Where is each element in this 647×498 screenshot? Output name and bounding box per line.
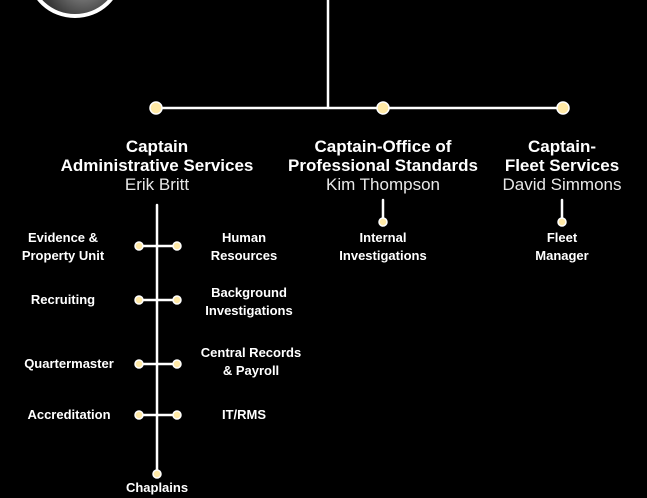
unit-internal-line2: Investigations (339, 248, 427, 263)
captain-fleet-title-1: Captain- (528, 137, 596, 156)
unit-quartermaster-label: Quartermaster (24, 356, 114, 371)
captain-admin-title-2: Administrative Services (60, 156, 254, 175)
unit-evidence-line2: Property Unit (21, 248, 105, 263)
node-chaplains (152, 469, 162, 479)
node-fleet-manager (557, 217, 567, 227)
unit-background-line2: Investigations (205, 303, 293, 318)
node-hr (172, 241, 182, 251)
unit-hr-line2: Resources (210, 248, 278, 263)
captain-standards-title-1: Captain-Office of (314, 137, 452, 156)
captain-admin-name: Erik Britt (124, 175, 190, 194)
unit-evidence: Evidence & Property Unit (4, 229, 122, 265)
captain-admin-title-1: Captain (125, 137, 189, 156)
captain-fleet-name: David Simmons (502, 175, 622, 194)
unit-recruiting-label: Recruiting (30, 292, 96, 307)
unit-records-line2: & Payroll (222, 363, 280, 378)
unit-evidence-line1: Evidence & (27, 230, 99, 245)
captain-admin: Captain Administrative Services Erik Bri… (42, 137, 272, 194)
captain-fleet: Captain- Fleet Services David Simmons (487, 137, 637, 194)
unit-recruiting: Recruiting (4, 291, 122, 309)
node-standards (376, 101, 390, 115)
node-recruiting (134, 295, 144, 305)
node-accreditation (134, 410, 144, 420)
node-internal (378, 217, 388, 227)
unit-records: Central Records & Payroll (187, 344, 315, 380)
captain-standards-title-2: Professional Standards (288, 156, 478, 175)
unit-internal: Internal Investigations (323, 229, 443, 265)
node-fleet (556, 101, 570, 115)
unit-background: Background Investigations (189, 284, 309, 320)
unit-accreditation-label: Accreditation (27, 407, 111, 422)
unit-fleet-manager-line1: Fleet (546, 230, 578, 245)
unit-chaplains-label: Chaplains (125, 480, 189, 495)
node-itrms (172, 410, 182, 420)
captain-fleet-title-2: Fleet Services (504, 156, 620, 175)
unit-hr-line1: Human (221, 230, 267, 245)
node-quartermaster (134, 359, 144, 369)
captain-standards: Captain-Office of Professional Standards… (273, 137, 493, 194)
unit-fleet-manager-line2: Manager (535, 248, 589, 263)
node-records (172, 359, 182, 369)
unit-quartermaster: Quartermaster (4, 355, 134, 373)
unit-fleet-manager: Fleet Manager (512, 229, 612, 265)
unit-records-line1: Central Records (200, 345, 302, 360)
unit-itrms-label: IT/RMS (221, 407, 267, 422)
node-admin (149, 101, 163, 115)
unit-accreditation: Accreditation (4, 406, 134, 424)
captain-standards-name: Kim Thompson (325, 175, 440, 194)
node-evidence (134, 241, 144, 251)
unit-hr: Human Resources (189, 229, 299, 265)
unit-internal-line1: Internal (359, 230, 407, 245)
node-background (172, 295, 182, 305)
unit-itrms: IT/RMS (189, 406, 299, 424)
unit-chaplains: Chaplains (97, 479, 217, 497)
unit-background-line1: Background (211, 285, 287, 300)
